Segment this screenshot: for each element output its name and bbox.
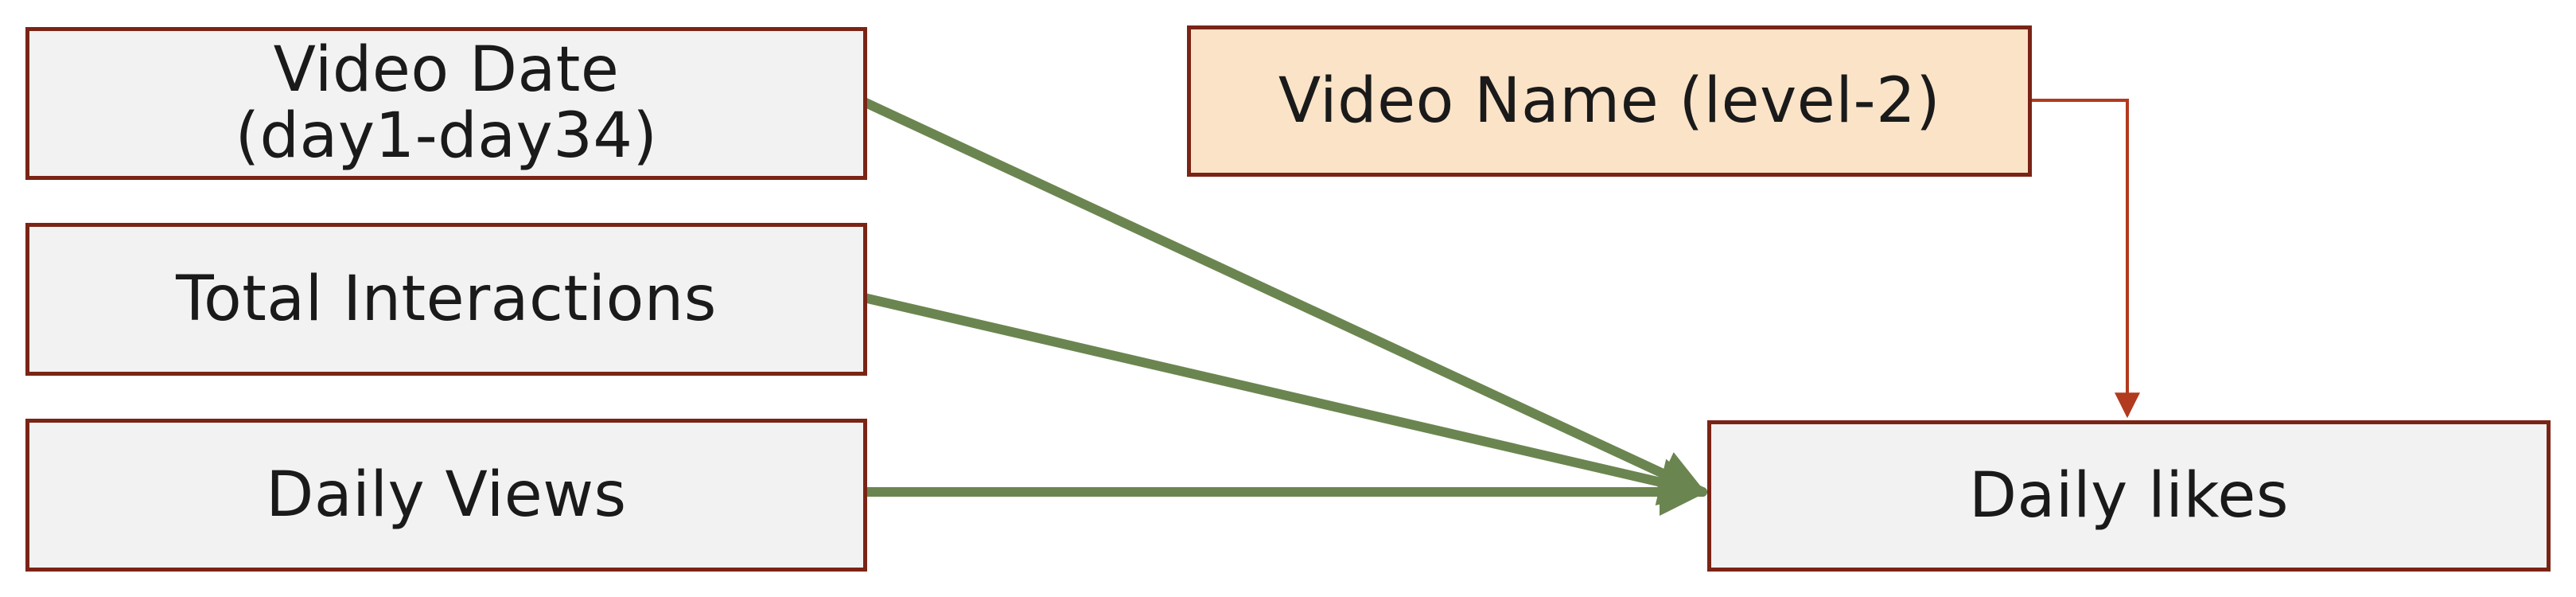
node-daily-likes: Daily likes	[1707, 420, 2551, 572]
edge-video-date-to-daily-likes	[859, 97, 1707, 497]
node-video-date: Video Date (day1-day34)	[25, 27, 867, 180]
node-total-interactions-label: Total Interactions	[176, 263, 717, 335]
node-video-date-label: Video Date (day1-day34)	[235, 34, 658, 172]
node-total-interactions: Total Interactions	[25, 223, 867, 376]
edge-total-interactions-to-daily-likes	[859, 293, 1707, 506]
node-daily-likes-label: Daily likes	[1968, 459, 2289, 532]
node-daily-views-label: Daily Views	[266, 458, 627, 531]
node-video-name-label: Video Name (level-2)	[1278, 64, 1941, 137]
node-video-name: Video Name (level-2)	[1187, 25, 2032, 177]
edge-video-name-to-daily-likes	[2032, 99, 2140, 419]
node-daily-views: Daily Views	[25, 419, 867, 572]
